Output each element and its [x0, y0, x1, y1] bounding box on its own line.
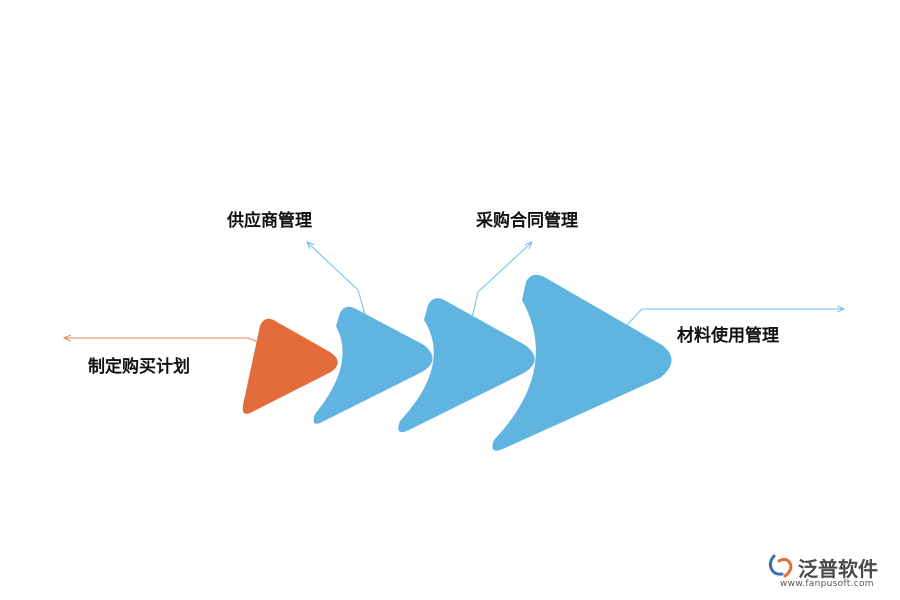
- step-shape-1: [242, 318, 338, 414]
- step-label-2: 供应商管理: [227, 211, 312, 231]
- step-shape-3: [398, 298, 535, 433]
- connector-line-step4: [625, 309, 844, 327]
- step-label-4: 材料使用管理: [677, 326, 779, 346]
- brand-url: www.fanpusoft.com: [780, 579, 874, 589]
- fanpu-logo-icon: [768, 554, 793, 578]
- step-shape-2: [313, 306, 433, 424]
- connector-line-step2: [307, 242, 367, 319]
- connector-line-step1: [64, 338, 259, 343]
- step-label-3: 采购合同管理: [476, 211, 578, 231]
- step-label-1: 制定购买计划: [88, 357, 190, 377]
- step-shape-4: [492, 274, 672, 451]
- brand-logo: 泛普软件 www.fanpusoft.com: [766, 553, 896, 597]
- brand-name: 泛普软件: [798, 557, 878, 581]
- connector-line-step3: [471, 242, 532, 319]
